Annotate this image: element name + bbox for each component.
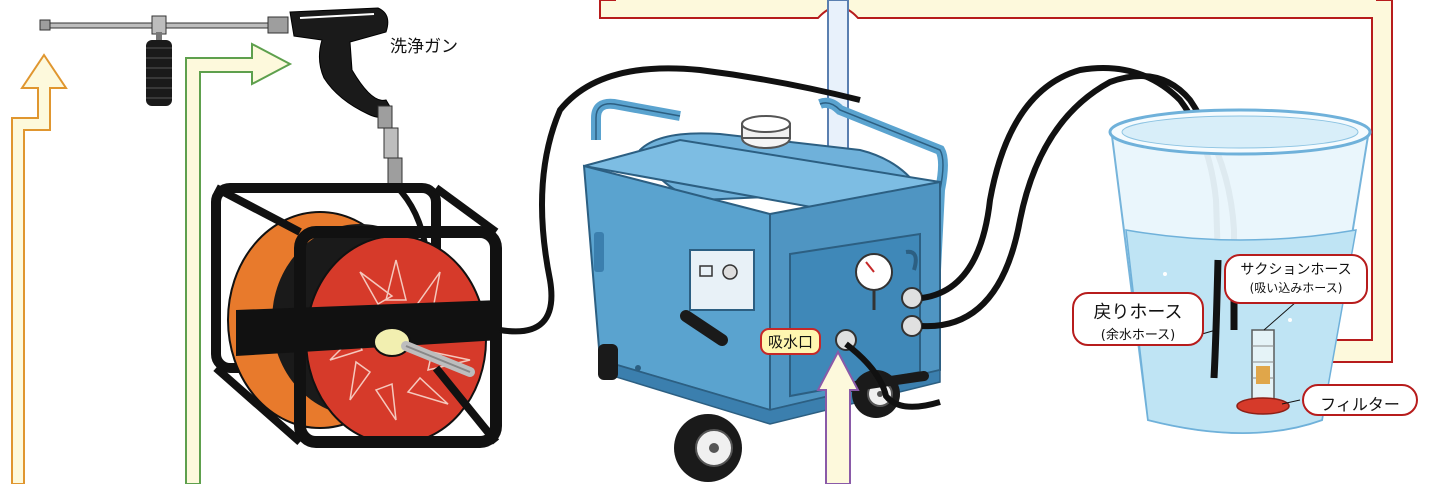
machine-wheel-left (674, 414, 742, 482)
return-hose-label: 戻りホース (余水ホース) (1072, 292, 1204, 346)
flow-arrow-left-orange (12, 55, 66, 484)
suction-hose-title: サクションホース (1226, 259, 1366, 279)
brush-icon (146, 40, 172, 106)
suction-hose-subtitle: (吸い込みホース) (1226, 279, 1366, 296)
washer-machine-icon (584, 103, 943, 482)
filter-label: フィルター (1302, 384, 1418, 416)
return-hose-end (1214, 260, 1218, 378)
water-inlet-label: 吸水口 (760, 328, 821, 355)
return-hose-subtitle: (余水ホース) (1074, 324, 1202, 343)
return-hose-title: 戻りホース (1074, 298, 1202, 324)
hose-reel-icon (216, 188, 500, 444)
suction-hose-label: サクションホース (吸い込みホース) (1224, 254, 1368, 304)
spray-gun-label: 洗浄ガン (390, 37, 458, 57)
